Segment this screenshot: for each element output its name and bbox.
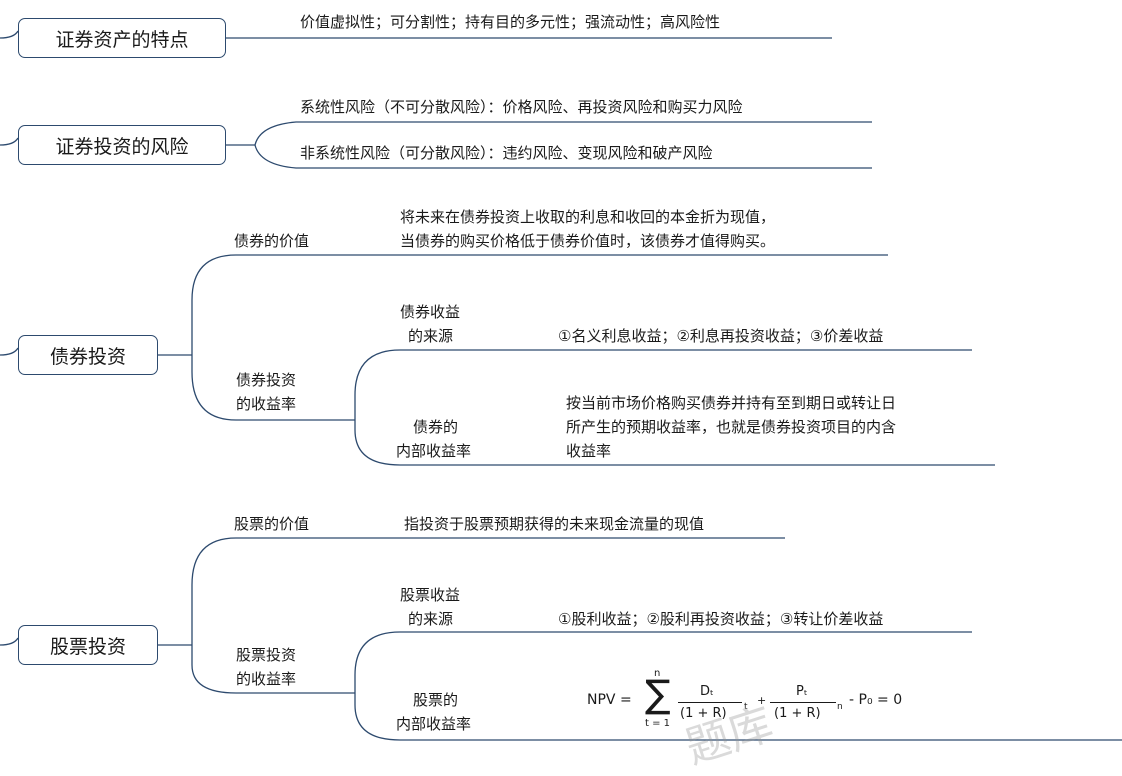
bond-irr-desc-3: 收益率 — [566, 442, 612, 460]
stock-yield-label-2: 的收益率 — [236, 670, 297, 688]
bond-value-desc-2: 当债券的购买价格低于债券价值时，该债券才值得购买。 — [400, 232, 776, 250]
connector-s3-in — [0, 347, 19, 356]
stock-yield-label-1: 股票投资 — [236, 646, 297, 664]
formula-npv: NPV = — [587, 692, 632, 708]
connector-s3-irr — [354, 420, 995, 466]
formula-sum-upper: n — [654, 668, 661, 679]
stock-source-label-2: 的来源 — [408, 610, 454, 628]
connector-s4-in — [0, 637, 19, 646]
formula-fraction-bar-2 — [770, 702, 836, 703]
formula-fraction-bar — [678, 702, 742, 703]
bond-irr-label-2: 内部收益率 — [396, 442, 472, 460]
bond-irr-desc-1: 按当前市场价格购买债券并持有至到期日或转让日 — [566, 394, 897, 412]
node-stock-investment[interactable]: 股票投资 — [18, 625, 158, 665]
formula-d-numerator: Dₜ — [700, 684, 714, 699]
connector-s4-irr — [354, 693, 1122, 741]
connector-s1-in — [0, 30, 19, 39]
node-title: 证券投资的风险 — [55, 135, 189, 158]
connector-s4-yield — [191, 645, 335, 694]
node-securities-investment-risk[interactable]: 证券投资的风险 — [18, 125, 226, 165]
bond-source-desc: ①名义利息收益；②利息再投资收益；③价差收益 — [558, 327, 884, 345]
formula-p-denominator: (1 + R) — [774, 706, 821, 721]
node-title: 证券资产的特点 — [55, 28, 189, 51]
systematic-risk-text: 系统性风险（不可分散风险）：价格风险、再投资风险和购买力风险 — [300, 98, 743, 116]
formula-p-numerator: Pₜ — [796, 684, 808, 699]
bond-yield-label-2: 的收益率 — [236, 395, 297, 413]
formula-d-denominator: (1 + R) — [680, 706, 727, 721]
connector-s3-value — [191, 254, 888, 355]
stock-irr-label-1: 股票的 — [413, 691, 459, 709]
formula-p-exponent: n — [837, 702, 843, 712]
node-securities-asset-features[interactable]: 证券资产的特点 — [18, 18, 226, 58]
bond-irr-desc-2: 所产生的预期收益率，也就是债券投资项目的内含 — [566, 418, 897, 436]
node-title: 债券投资 — [49, 345, 126, 368]
bond-source-label-1: 债券收益 — [400, 303, 461, 321]
connector-s2-in — [0, 137, 19, 146]
bond-irr-label-1: 债券的 — [413, 418, 459, 436]
stock-source-label-1: 股票收益 — [400, 586, 461, 604]
stock-irr-label-2: 内部收益率 — [396, 715, 472, 733]
node-bond-investment[interactable]: 债券投资 — [18, 335, 158, 375]
formula-sigma: ∑ — [645, 672, 671, 716]
connector-s2-systematic — [254, 121, 872, 146]
connector-s2-unsystematic — [254, 144, 872, 169]
bond-value-desc-1: 将未来在债券投资上收取的利息和收回的本金折为现值， — [400, 208, 776, 226]
connector-s4-value — [191, 537, 785, 645]
connector-s4-source — [354, 631, 972, 693]
connector-s3-source — [354, 349, 972, 420]
stock-source-desc: ①股利收益；②股利再投资收益；③转让价差收益 — [558, 610, 884, 628]
bond-yield-label-1: 债券投资 — [236, 371, 297, 389]
connector-lines — [0, 30, 1122, 741]
bond-value-label: 债券的价值 — [234, 232, 310, 250]
node-title: 股票投资 — [49, 635, 126, 658]
connector-s3-yield — [191, 355, 335, 421]
bond-source-label-2: 的来源 — [408, 327, 454, 345]
stock-value-desc: 指投资于股票预期获得的未来现金流量的现值 — [404, 515, 705, 533]
formula-d-exponent: t — [744, 702, 748, 712]
features-desc: 价值虚拟性；可分割性；持有目的多元性；强流动性；高风险性 — [300, 13, 721, 31]
formula-tail: - P₀ = 0 — [849, 692, 903, 708]
formula-plus: + — [757, 694, 767, 707]
stock-value-label: 股票的价值 — [234, 515, 310, 533]
formula-sum-lower: t = 1 — [645, 718, 671, 729]
unsystematic-risk-text: 非系统性风险（可分散风险）：违约风险、变现风险和破产风险 — [300, 144, 713, 162]
